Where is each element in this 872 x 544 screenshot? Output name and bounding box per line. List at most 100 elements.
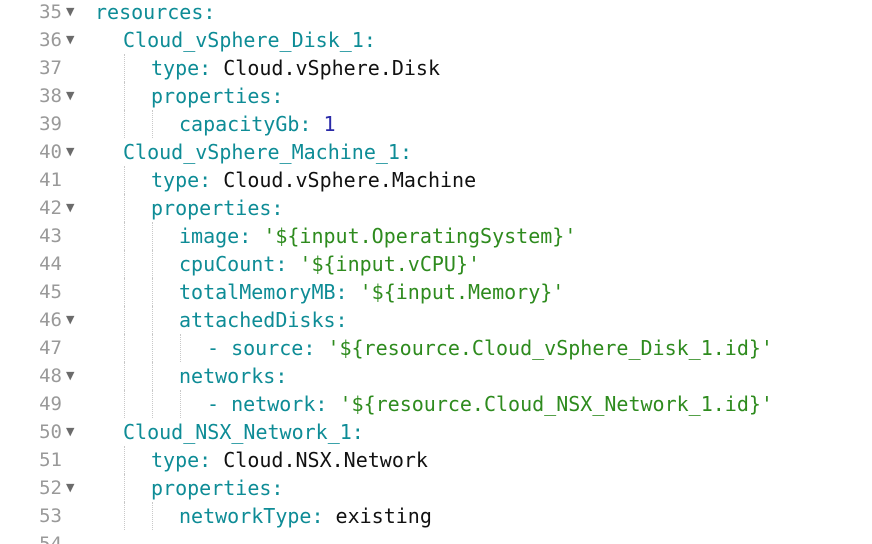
- code-text: properties:: [151, 474, 283, 502]
- code-token-num: 1: [323, 112, 336, 136]
- code-token-punct: :: [315, 392, 340, 416]
- code-token-str: '${resource.Cloud_vSphere_Disk_1.id}': [327, 336, 773, 360]
- code-token-val: Cloud.vSphere.Disk: [223, 56, 441, 80]
- line-number: 41: [39, 169, 62, 191]
- line-gutter: 52▼: [0, 474, 90, 502]
- line-number: 45: [39, 281, 62, 303]
- line-number: 54: [39, 533, 62, 544]
- code-token-punct: :: [351, 420, 364, 444]
- code-token-punct: :: [275, 364, 288, 388]
- code-token-key: type: [151, 56, 200, 80]
- indent-guide: [152, 250, 153, 278]
- code-line[interactable]: 54: [0, 530, 872, 544]
- line-number: 35: [39, 1, 62, 23]
- code-token-punct: :: [199, 448, 224, 472]
- code-line[interactable]: 52▼ properties:: [0, 474, 872, 502]
- indent-guide: [124, 166, 125, 194]
- code-token-punct: -: [207, 392, 232, 416]
- code-line[interactable]: 49 - network: '${resource.Cloud_NSX_Netwo…: [0, 390, 872, 418]
- fold-arrow-down-icon[interactable]: ▼: [66, 145, 75, 158]
- line-number: 40: [39, 141, 62, 163]
- line-number: 37: [39, 57, 62, 79]
- fold-arrow-down-icon[interactable]: ▼: [66, 369, 75, 382]
- indent-guide: [124, 54, 125, 82]
- fold-arrow-down-icon[interactable]: ▼: [66, 313, 75, 326]
- line-gutter: 49: [0, 390, 90, 418]
- indent-guide: [152, 110, 153, 138]
- code-token-str: '${resource.Cloud_NSX_Network_1.id}': [339, 392, 773, 416]
- line-number: 39: [39, 113, 62, 135]
- code-line[interactable]: 46 ▼ attachedDisks:: [0, 306, 872, 334]
- fold-arrow-down-icon[interactable]: ▼: [66, 33, 75, 46]
- code-token-key: cpuCount: [179, 252, 276, 276]
- code-line[interactable]: 44 cpuCount: '${input.vCPU}': [0, 250, 872, 278]
- code-text: attachedDisks:: [179, 306, 348, 334]
- line-number: 50: [39, 421, 62, 443]
- code-line[interactable]: 42▼properties:: [0, 194, 872, 222]
- code-line[interactable]: 47- source: '${resource.Cloud_vSphere_Di…: [0, 334, 872, 362]
- code-token-punct: :: [239, 224, 264, 248]
- indent-guide: [124, 250, 125, 278]
- code-token-punct: :: [335, 280, 360, 304]
- indent-guide: [180, 334, 181, 362]
- indent-guide: [152, 306, 153, 334]
- code-text: cpuCount: '${input.vCPU}': [179, 250, 480, 278]
- indent-guide: [124, 474, 125, 502]
- indent-guide: [152, 278, 153, 306]
- code-text: totalMemoryMB: '${input.Memory}': [179, 278, 564, 306]
- code-token-punct: :: [363, 28, 376, 52]
- code-text: networkType: existing: [179, 502, 432, 530]
- indent-guide: [180, 390, 181, 418]
- code-line[interactable]: 48▼networks:: [0, 362, 872, 390]
- code-line[interactable]: 43 image: '${input.OperatingSystem}': [0, 222, 872, 250]
- fold-arrow-down-icon[interactable]: ▼: [66, 425, 75, 438]
- code-token-val: Cloud.NSX.Network: [223, 448, 428, 472]
- code-token-key: type: [151, 448, 200, 472]
- line-number: 44: [39, 253, 62, 275]
- code-line[interactable]: 40 ▼ Cloud_vSphere_Machine_1:: [0, 138, 872, 166]
- line-gutter: 45: [0, 278, 90, 306]
- code-line[interactable]: 38▼properties:: [0, 82, 872, 110]
- indent-guide: [124, 334, 125, 362]
- code-token-key: attachedDisks: [179, 308, 336, 332]
- code-token-key: network: [231, 392, 316, 416]
- line-gutter: 46 ▼: [0, 306, 90, 334]
- indent-guide: [152, 362, 153, 390]
- line-number: 42: [39, 197, 62, 219]
- code-token-key: resources: [95, 0, 204, 24]
- indent-guide: [124, 110, 125, 138]
- code-token-punct: :: [199, 168, 224, 192]
- line-number: 49: [39, 393, 62, 415]
- indent-guide: [124, 278, 125, 306]
- fold-arrow-down-icon[interactable]: ▼: [66, 201, 75, 214]
- code-line[interactable]: 37 type: Cloud.vSphere.Disk: [0, 54, 872, 82]
- line-gutter: 36▼: [0, 26, 90, 54]
- fold-arrow-down-icon[interactable]: ▼: [66, 89, 75, 102]
- code-token-key: type: [151, 168, 200, 192]
- code-token-key: networks: [179, 364, 276, 388]
- code-line[interactable]: 45 totalMemoryMB: '${input.Memory}': [0, 278, 872, 306]
- code-token-key: capacityGb: [179, 112, 300, 136]
- code-text: - source: '${resource.Cloud_vSphere_Disk…: [207, 334, 773, 362]
- code-line[interactable]: 35▼resources:: [0, 0, 872, 26]
- code-text: type: Cloud.vSphere.Disk: [151, 54, 440, 82]
- code-line[interactable]: 50 ▼ Cloud_NSX_Network_1:: [0, 418, 872, 446]
- line-gutter: 43: [0, 222, 90, 250]
- line-number: 38: [39, 85, 62, 107]
- code-text: Cloud_NSX_Network_1:: [123, 418, 364, 446]
- fold-arrow-down-icon[interactable]: ▼: [66, 481, 75, 494]
- code-token-punct: -: [207, 336, 232, 360]
- indent-guide: [124, 194, 125, 222]
- code-text: image: '${input.OperatingSystem}': [179, 222, 576, 250]
- code-token-val: existing: [335, 504, 432, 528]
- code-text: Cloud_vSphere_Machine_1:: [123, 138, 412, 166]
- code-line[interactable]: 36▼Cloud_vSphere_Disk_1:: [0, 26, 872, 54]
- fold-arrow-down-icon[interactable]: ▼: [66, 5, 75, 18]
- line-number: 46: [39, 309, 62, 331]
- indent-guide: [152, 222, 153, 250]
